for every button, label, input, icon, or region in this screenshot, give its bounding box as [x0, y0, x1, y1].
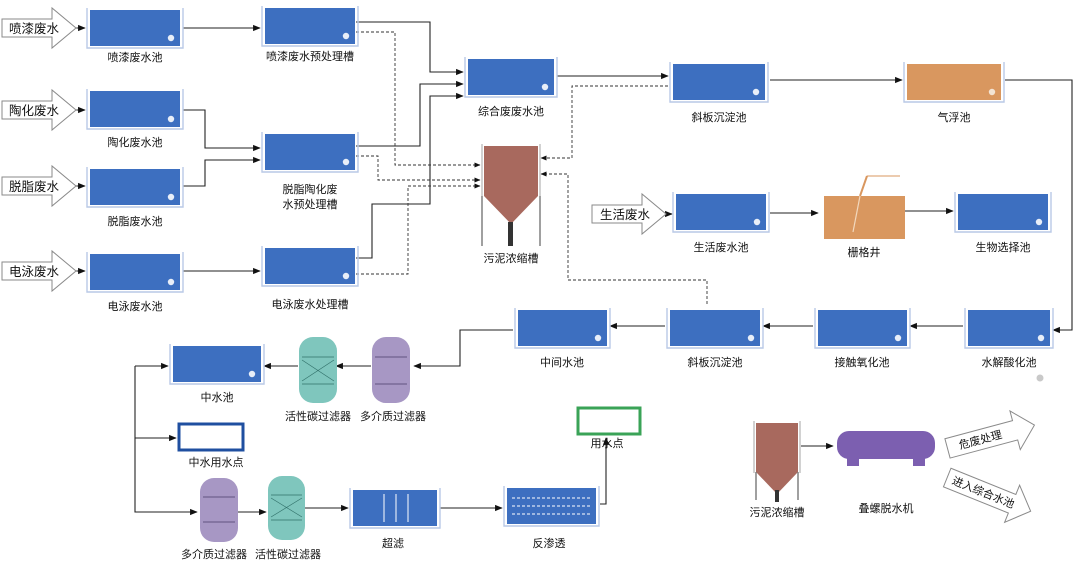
tank-combined-pool — [464, 57, 558, 98]
activated-carbon-filter-1 — [299, 337, 337, 403]
ultrafiltration-unit — [349, 488, 441, 529]
tank-ceramic-pool — [86, 89, 184, 130]
reclaimed-use-point-box — [177, 422, 245, 452]
label-grille-well: 栅格井 — [848, 245, 881, 259]
label-inclined-settler-1: 斜板沉淀池 — [692, 110, 747, 124]
sludge-thickener-2 — [753, 421, 801, 502]
screw-dewatering-machine — [837, 431, 935, 466]
label-intermediate-pool: 中间水池 — [540, 356, 584, 369]
label-domestic-pool: 生活废水池 — [694, 240, 749, 254]
grille-well — [824, 175, 905, 239]
tank-bio-selector — [954, 192, 1052, 233]
tank-intermediate-pool — [514, 308, 611, 349]
flow-intermediate-to-multimedia1 — [413, 329, 513, 370]
label-multimedia-1: 多介质过滤器 — [360, 409, 426, 423]
output-arrows: 危废处理 进入综合水池 — [942, 409, 1036, 524]
sludge-settler2 — [540, 171, 708, 304]
label-contact-oxidation: 接触氧化池 — [835, 355, 890, 369]
sludge-lines — [356, 31, 708, 304]
sludge-spray-pretreat — [356, 31, 481, 168]
flow-electro-treat-to-combined — [356, 92, 464, 259]
label-degrease-pool: 脱脂废水池 — [108, 214, 163, 228]
flow-flotation-to-hydrolysis — [1005, 79, 1073, 334]
label-activated-carbon-2: 活性碳过滤器 — [255, 547, 321, 561]
label-reclaimed-use-point: 中水用水点 — [189, 456, 244, 469]
source-arrow-degrease: 脱脂废水 — [1, 164, 77, 208]
label-electro-treat: 电泳废水处理槽 — [272, 297, 349, 311]
water-use-point-box — [576, 406, 642, 436]
source-arrow-electro: 电泳废水 — [1, 249, 77, 293]
tank-electro-pool — [86, 252, 184, 293]
decorative-dot — [1036, 374, 1044, 382]
label-spray-pretreat: 喷漆废水预处理槽 — [266, 49, 354, 63]
tank-inclined-settler-2 — [666, 308, 764, 349]
tank-spray-pool — [86, 8, 184, 49]
multimedia-filter-2 — [200, 478, 238, 542]
label-activated-carbon-1: 活性碳过滤器 — [285, 409, 351, 423]
reverse-osmosis-unit — [503, 486, 600, 527]
source-label-degrease: 脱脂废水 — [9, 179, 60, 194]
tank-spray-pretreat — [261, 6, 359, 47]
label-degrease-pretreat-line1: 脱脂陶化废 — [283, 182, 338, 196]
label-combined-pool: 综合废废水池 — [478, 104, 544, 118]
label-spray-pool: 喷漆废水池 — [108, 50, 163, 64]
source-label-domestic: 生活废水 — [600, 207, 651, 222]
tank-reclaimed-pool — [169, 344, 265, 385]
label-screw-dewater: 叠螺脱水机 — [859, 501, 914, 515]
label-reclaimed-pool: 中水池 — [201, 391, 234, 404]
output-arrow-to-combined: 进入综合水池 — [942, 467, 1032, 524]
tank-degrease-pretreat — [261, 132, 359, 173]
sludge-electro-treat — [356, 183, 481, 275]
output-arrow-hazardous: 危废处理 — [944, 409, 1036, 459]
flow-branch-multimedia2 — [134, 366, 198, 516]
label-bio-selector: 生物选择池 — [976, 240, 1031, 254]
label-water-use-point: 用水点 — [591, 437, 624, 450]
tank-domestic-pool — [672, 192, 770, 233]
tank-hydrolysis — [964, 308, 1054, 349]
flow-ceramic-pool-to-pretreat — [183, 109, 261, 152]
tank-electro-treat — [261, 246, 359, 287]
activated-carbon-filter-2 — [268, 476, 305, 540]
source-label-spray: 喷漆废水 — [9, 21, 60, 36]
label-ceramic-pool: 陶化废水池 — [108, 135, 163, 149]
tank-degrease-pool — [86, 167, 184, 208]
flow-degrease-pool-to-pretreat — [183, 156, 261, 187]
sludge-thickener-1 — [481, 144, 541, 246]
label-air-flotation: 气浮池 — [938, 110, 971, 124]
flow-degrease-pretreat-to-combined — [356, 80, 464, 147]
source-label-electro: 电泳废水 — [9, 264, 60, 279]
label-sludge-thickener-2: 污泥浓缩槽 — [750, 506, 805, 519]
label-degrease-pretreat-line2: 水预处理槽 — [283, 198, 338, 211]
label-hydrolysis: 水解酸化池 — [982, 355, 1037, 369]
flow-ro-to-use-point — [600, 437, 610, 505]
label-sludge-thickener: 污泥浓缩槽 — [484, 252, 539, 265]
source-arrow-spray: 喷漆废水 — [1, 6, 77, 50]
source-arrow-domestic: 生活废水 — [591, 192, 667, 236]
sludge-degrease-pretreat — [356, 155, 481, 183]
tank-air-flotation — [903, 62, 1005, 103]
label-multimedia-2: 多介质过滤器 — [181, 547, 247, 561]
equipment: 污泥浓缩槽 栅格井 活性碳过滤器 多介质过滤器 中水用水点 — [177, 144, 935, 561]
label-ultrafiltration: 超滤 — [382, 536, 404, 550]
source-label-ceramic: 陶化废水 — [9, 103, 60, 118]
source-arrows: 喷漆废水 陶化废水 脱脂废水 电泳废水 生活废水 — [1, 6, 667, 293]
sludge-settler1 — [540, 85, 668, 161]
tank-contact-oxidation — [814, 308, 911, 349]
multimedia-filter-1 — [372, 337, 410, 403]
label-reverse-osmosis: 反渗透 — [533, 536, 566, 550]
tanks: 喷漆废水池 喷漆废水预处理槽 陶化废水池 脱脂陶化废 水预处理槽 脱脂废水池 — [86, 6, 1054, 404]
flow-spray-pretreat-to-combined — [356, 21, 464, 76]
tank-inclined-settler-1 — [669, 62, 769, 103]
label-inclined-settler-2: 斜板沉淀池 — [688, 355, 743, 369]
label-electro-pool: 电泳废水池 — [108, 299, 163, 313]
source-arrow-ceramic: 陶化废水 — [1, 88, 77, 132]
